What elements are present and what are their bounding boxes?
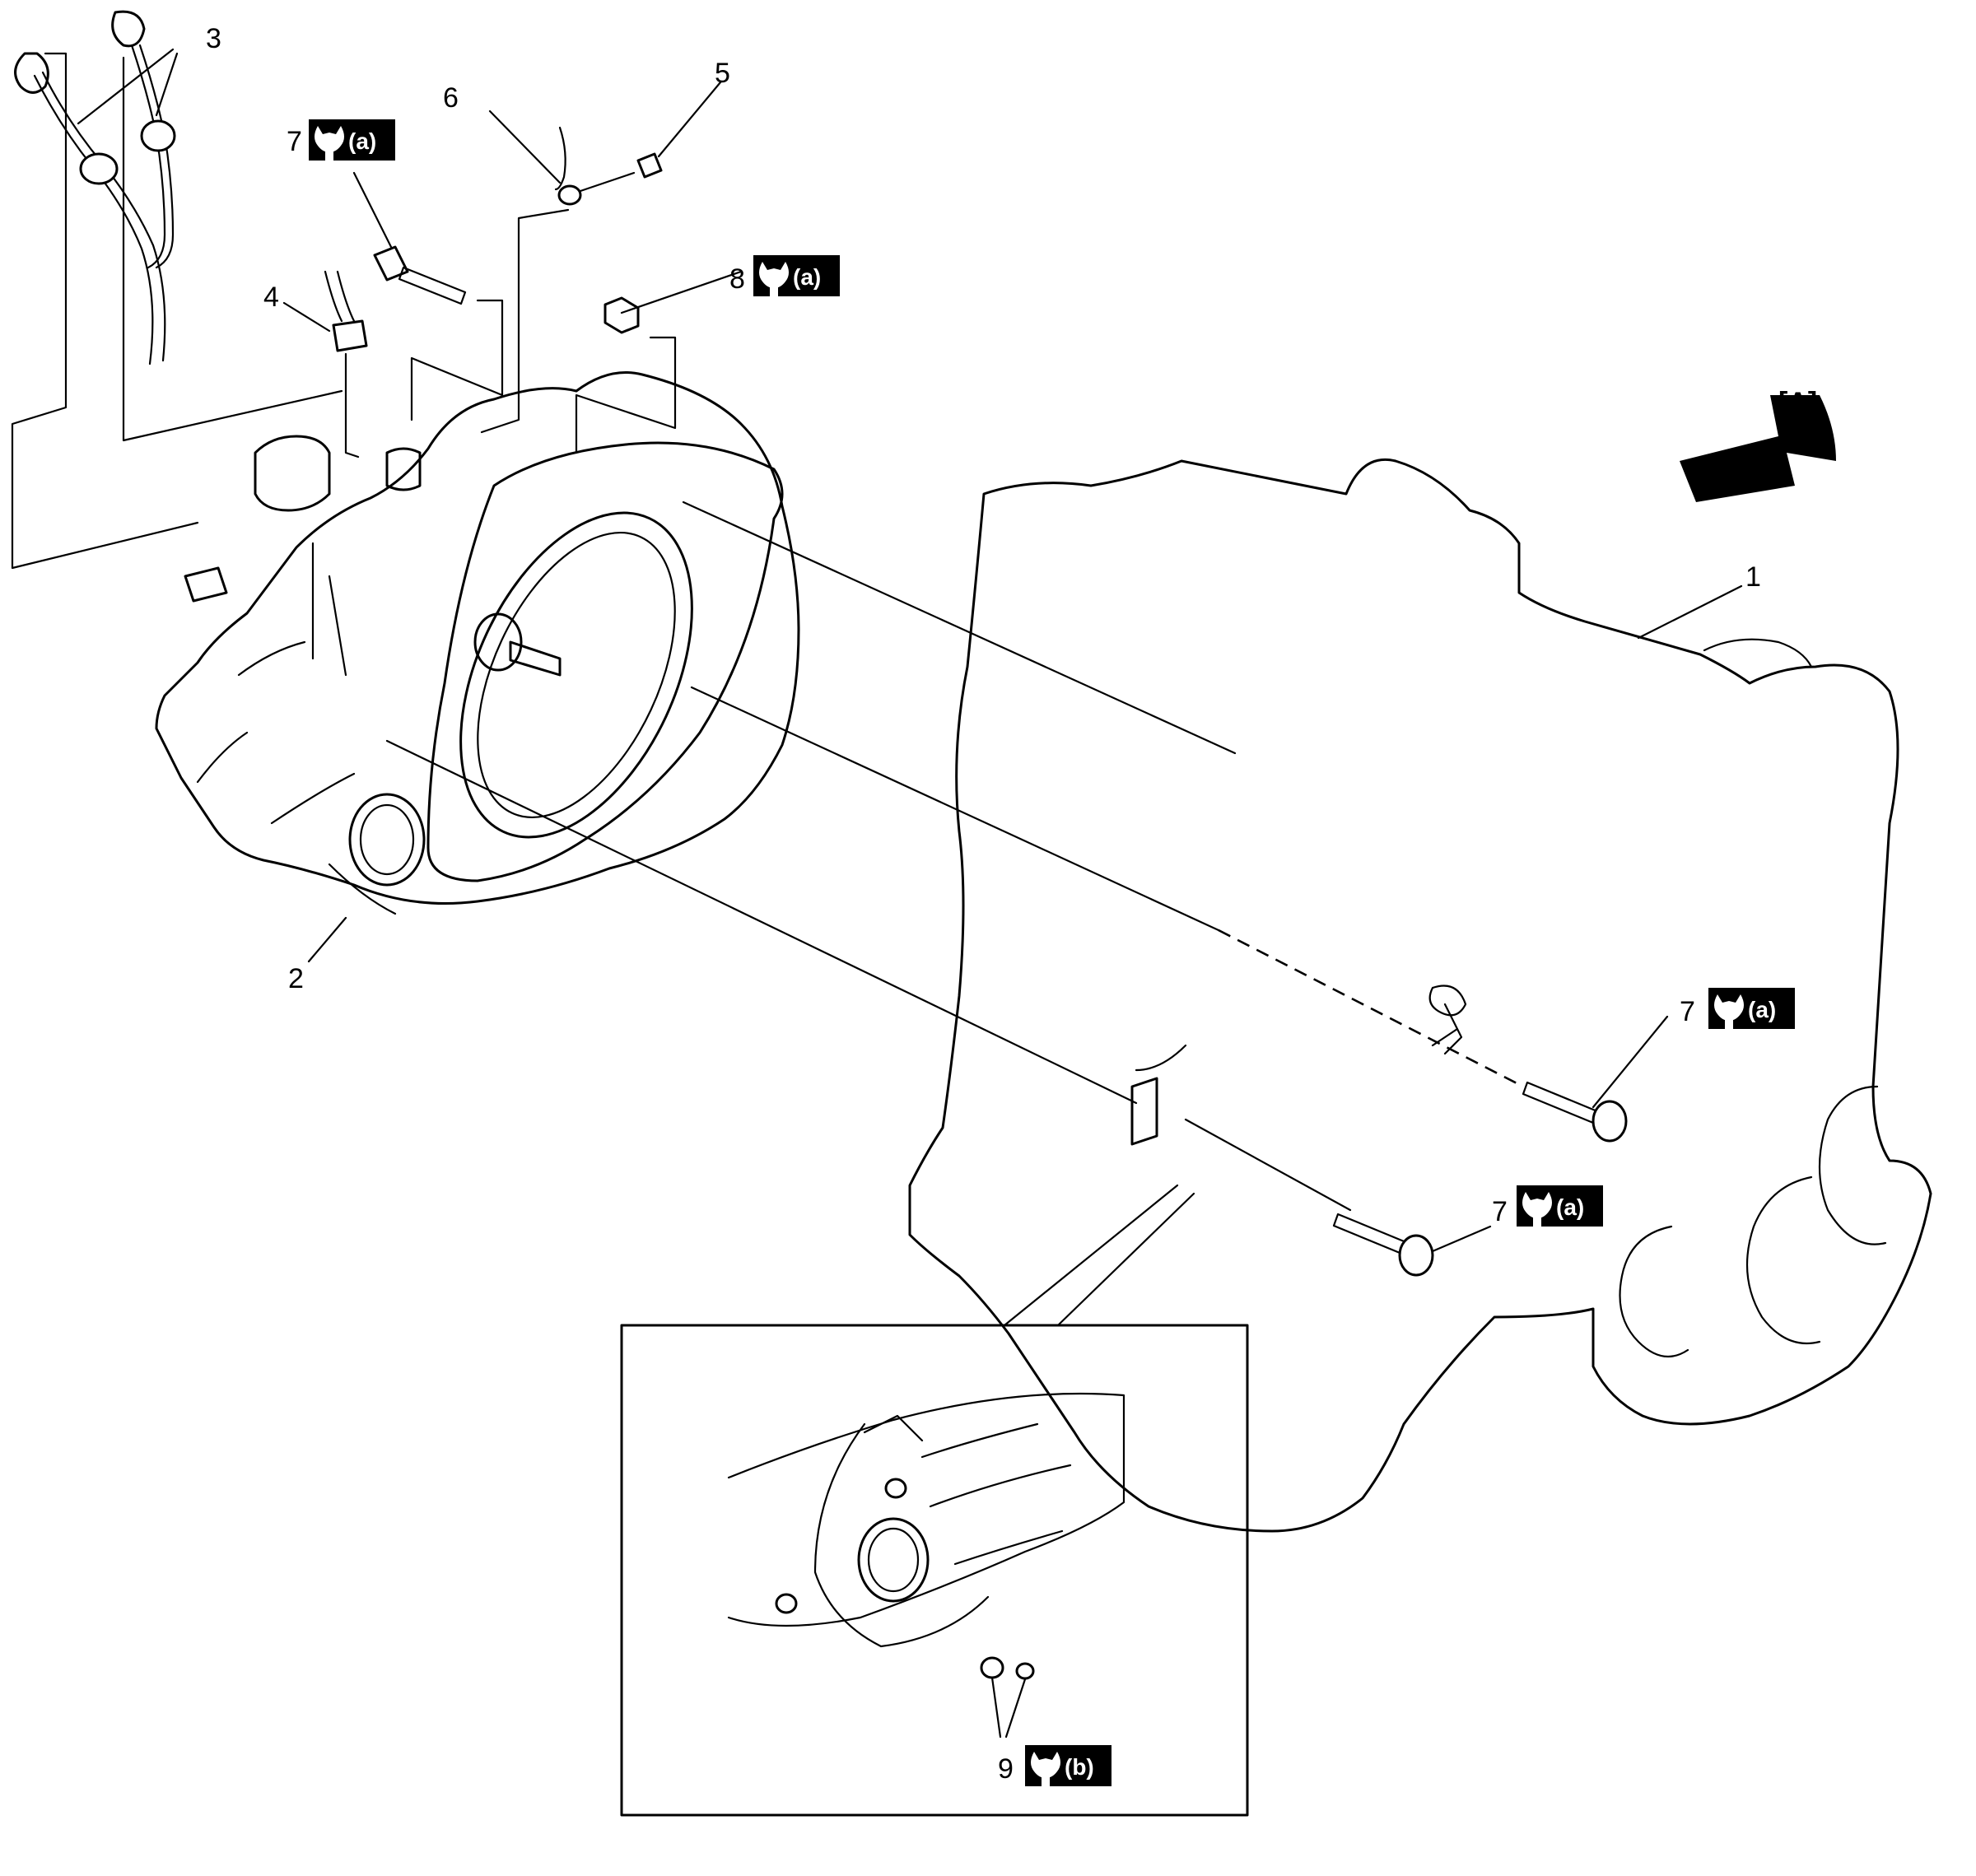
engine-outline [908,458,1932,1533]
nut-8 [575,270,743,454]
torque-tag-bolt-upper: (a) [309,119,395,162]
callout-nut: 8 [729,263,745,295]
torque-tag-bolt-inset: (b) [1025,1745,1112,1788]
torque-tag-bolt-right-lower: (a) [1517,1185,1603,1228]
detail-inset [620,1184,1249,1817]
ground-wire-and-bolt [480,81,722,434]
svg-text:(a): (a) [348,128,376,154]
svg-text:(a): (a) [793,264,821,290]
alignment-leader-lines [385,500,1524,1212]
upper-bolt-7 [352,171,504,421]
callout-engine: 1 [1745,561,1761,593]
callout-cables: 3 [206,23,221,54]
callout-bolt-upper: 7 [287,126,302,157]
callout-bolt-right-upper: 7 [1680,996,1695,1027]
right-bolts-7 [1332,1015,1669,1277]
torque-tag-bolt-right-upper: (a) [1708,988,1795,1031]
torque-tag-nut: (a) [753,255,840,298]
callout-connector: 4 [263,282,279,313]
callout-ground-wire: 6 [443,82,459,114]
transaxle-body [155,371,800,915]
svg-text:(a): (a) [1748,997,1776,1022]
svg-text:(a): (a) [1556,1194,1584,1220]
view-marker-label: [A] [1778,387,1817,418]
callout-transaxle: 2 [288,963,304,994]
callout-bolt-inset: 9 [998,1753,1014,1785]
view-direction-arrow: [A] [1680,387,1836,502]
callout-bolt-right-lower: 7 [1492,1196,1508,1227]
svg-text:(b): (b) [1065,1754,1094,1780]
callout-labels: 1 2 3 4 5 6 7 8 7 7 9 [206,23,1761,1785]
callout-ground-bolt: 5 [715,58,730,89]
gear-shift-cables [11,10,343,570]
connector-part [282,270,368,459]
